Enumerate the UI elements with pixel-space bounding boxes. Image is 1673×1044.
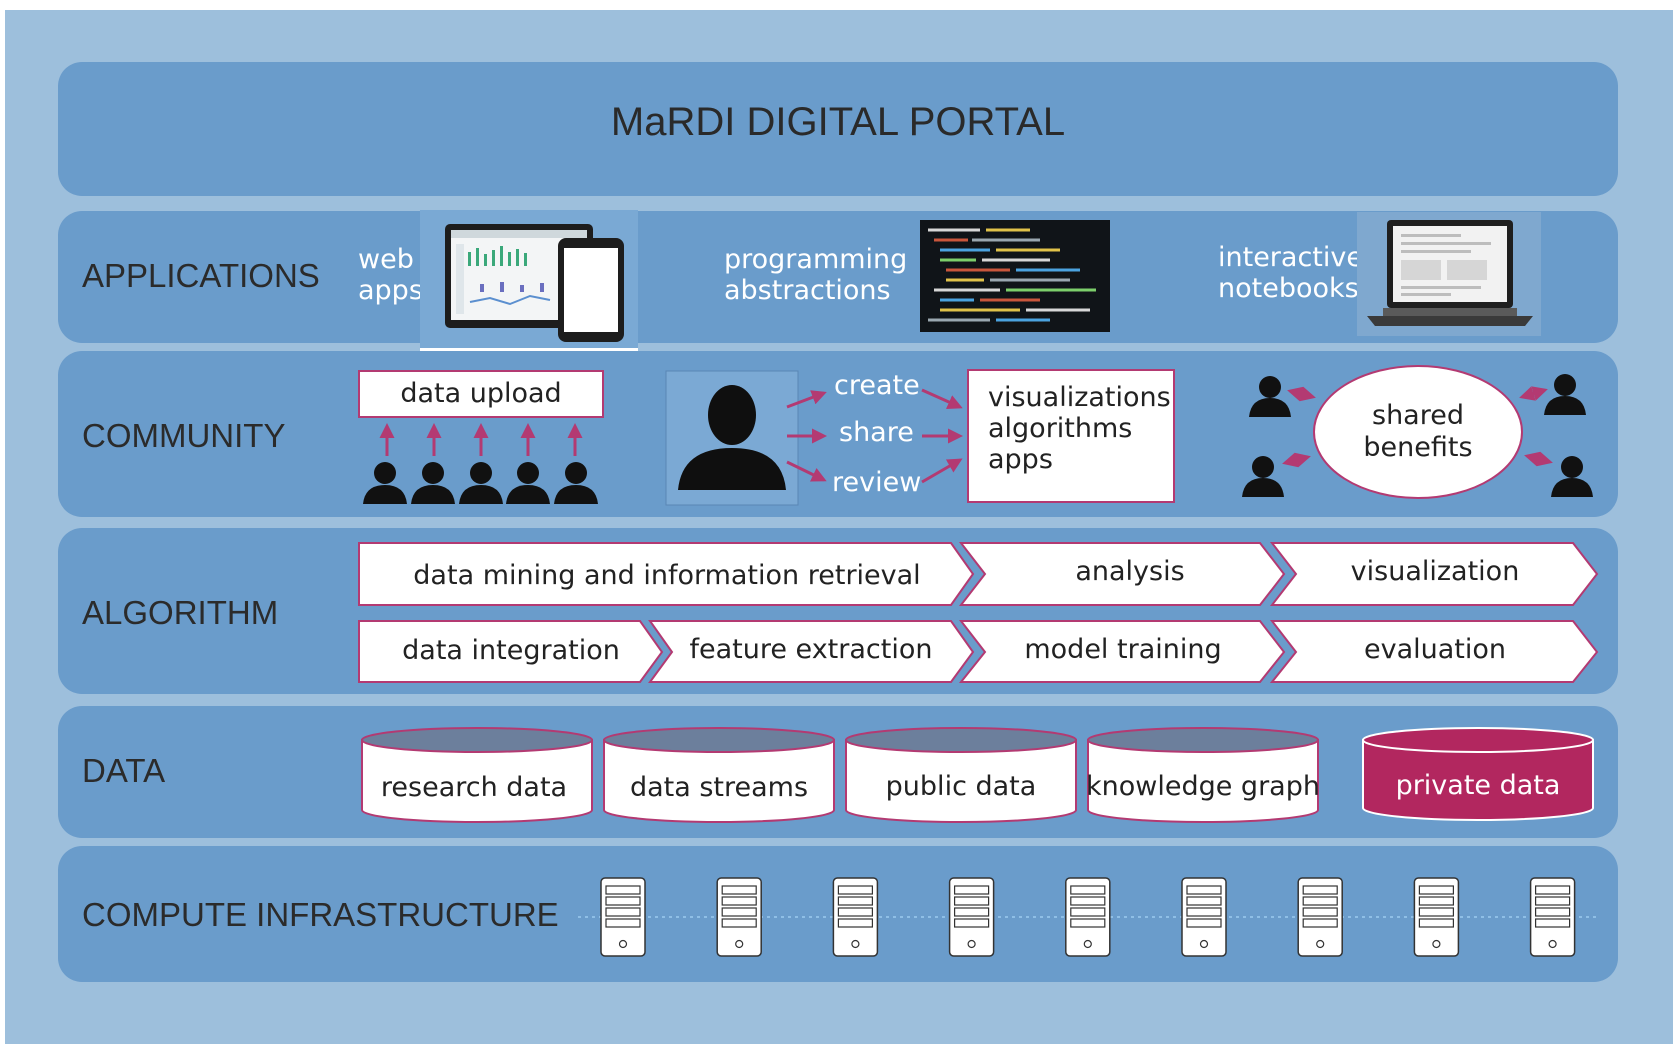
- large-person-icon: [678, 385, 786, 490]
- output-apps: apps: [988, 444, 1053, 475]
- person-icon: [411, 462, 455, 504]
- create-label: create: [834, 370, 920, 401]
- pipeline-step-visualization: [1269, 542, 1599, 606]
- cylinder-public-data: [845, 727, 1077, 823]
- tablet-dashboard-icon: [420, 210, 638, 352]
- person-icon: [554, 462, 598, 504]
- portal-title: MaRDI DIGITAL PORTAL: [610, 100, 1066, 144]
- store-label-data-streams: data streams: [630, 772, 808, 803]
- cylinder-private-data: [1362, 727, 1594, 821]
- data-label: DATA: [82, 752, 166, 789]
- review-arrow-out: [921, 458, 963, 484]
- pipeline-step-model-training: [958, 620, 1286, 683]
- web-apps-label: web apps: [358, 244, 423, 306]
- server-icon: [1297, 877, 1343, 957]
- cylinder-data-streams: [603, 727, 835, 823]
- step-label-analysis: analysis: [1075, 556, 1184, 587]
- step-label-feature-extraction: feature extraction: [690, 634, 933, 665]
- shared-benefits-line1: shared: [1372, 400, 1464, 431]
- server-icon: [1065, 877, 1111, 957]
- review-arrow-in: [786, 460, 827, 482]
- step-label-model-training: model training: [1024, 634, 1221, 665]
- programming-abstractions-label: programming abstractions: [724, 244, 907, 306]
- server-icon: [1529, 877, 1576, 957]
- create-arrow-in: [786, 390, 827, 409]
- pipeline-step-evaluation: [1269, 620, 1599, 683]
- laptop-icon: [1357, 212, 1541, 336]
- interactive-notebooks-label: interactive notebooks: [1218, 242, 1363, 304]
- server-icon: [832, 877, 879, 957]
- pipeline-step-data-mining: [358, 542, 975, 606]
- cylinder-research-data: [361, 727, 593, 823]
- benefit-arrow: [1524, 451, 1553, 467]
- share-label: share: [839, 417, 914, 448]
- interactive-notebooks-text: interactive notebooks: [1218, 242, 1363, 304]
- person-icon: [459, 462, 503, 504]
- store-label-public-data: public data: [886, 771, 1037, 802]
- server-icon: [600, 877, 646, 957]
- outputs-box: visualizations algorithms apps: [967, 369, 1175, 503]
- data-band: DATA: [58, 706, 1618, 838]
- step-label-evaluation: evaluation: [1364, 634, 1506, 665]
- shared-benefits-ellipse: [1313, 365, 1523, 499]
- step-label-data-mining: data mining and information retrieval: [413, 560, 920, 591]
- output-visualizations: visualizations: [988, 382, 1171, 413]
- server-icon: [1413, 877, 1460, 957]
- person-icon: [1544, 374, 1586, 415]
- community-label: COMMUNITY: [82, 417, 286, 454]
- person-icon: [1551, 456, 1593, 497]
- upload-arrows: [379, 423, 583, 456]
- benefit-arrow: [1282, 452, 1311, 468]
- step-label-visualization: visualization: [1351, 556, 1520, 587]
- programming-abstractions-text: programming abstractions: [724, 244, 908, 306]
- pipeline-step-feature-extraction: [648, 620, 975, 683]
- portal-title-band: MaRDI DIGITAL PORTAL: [58, 62, 1618, 196]
- cylinder-knowledge-graph: [1087, 727, 1319, 823]
- compute-label: COMPUTE INFRASTRUCTURE: [82, 896, 559, 933]
- server-icon: [948, 877, 995, 957]
- output-algorithms: algorithms: [988, 413, 1133, 444]
- benefit-arrow: [1519, 386, 1548, 401]
- code-screen-icon: [920, 220, 1110, 332]
- data-upload-box: data upload: [358, 370, 604, 418]
- server-icon: [716, 877, 762, 957]
- person-icon: [363, 462, 407, 504]
- review-label: review: [832, 467, 922, 498]
- step-label-data-integration: data integration: [402, 635, 620, 666]
- person-icon: [1249, 376, 1291, 417]
- person-icon: [506, 462, 550, 504]
- create-arrow-out: [921, 388, 963, 409]
- store-label-knowledge-graph: knowledge graph: [1086, 771, 1320, 802]
- applications-label: APPLICATIONS: [82, 257, 320, 294]
- benefit-arrow: [1287, 386, 1316, 402]
- server-icon: [1181, 877, 1227, 957]
- web-apps-text: web apps: [358, 244, 423, 306]
- store-label-private-data: private data: [1396, 770, 1561, 801]
- pipeline-step-data-integration: [358, 620, 664, 683]
- person-icon: [1242, 456, 1284, 497]
- pipeline-step-analysis: [958, 542, 1286, 606]
- shared-benefits-line2: benefits: [1363, 432, 1472, 463]
- algorithm-label: ALGORITHM: [82, 594, 279, 631]
- store-label-research-data: research data: [381, 772, 567, 803]
